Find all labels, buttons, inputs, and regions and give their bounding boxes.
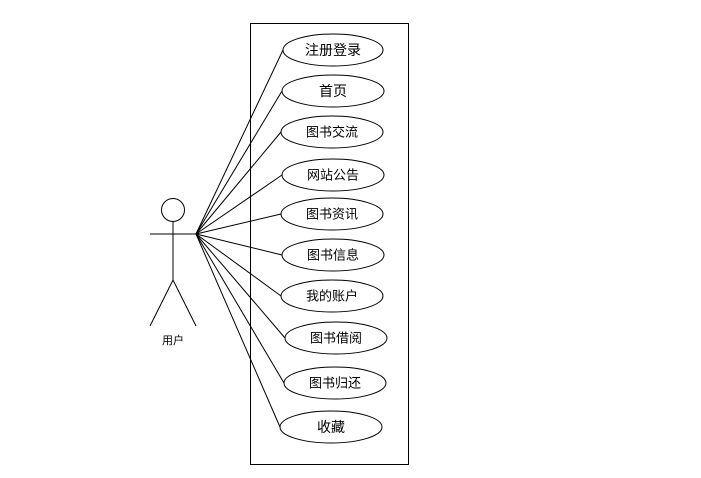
association-line bbox=[195, 90, 283, 235]
use-case-ellipse bbox=[281, 74, 385, 108]
association-lines bbox=[195, 49, 286, 428]
use-case-label: 图书资讯 bbox=[306, 208, 358, 223]
use-case-ellipse bbox=[284, 321, 388, 355]
use-case: 图书归还 bbox=[283, 366, 387, 400]
association-line bbox=[195, 131, 282, 235]
association-line bbox=[195, 233, 283, 256]
association-line bbox=[195, 233, 282, 297]
actor-left-leg bbox=[149, 279, 174, 327]
system-boundary bbox=[250, 23, 409, 465]
use-case-ellipse bbox=[281, 238, 385, 272]
association-line bbox=[195, 213, 282, 235]
association-line bbox=[195, 49, 284, 235]
use-case: 我的账户 bbox=[280, 279, 384, 313]
use-case-label: 图书信息 bbox=[307, 248, 359, 264]
association-line bbox=[195, 233, 286, 339]
use-case: 图书资讯 bbox=[280, 197, 384, 231]
use-case: 注册登录 bbox=[282, 33, 384, 67]
actor-right-leg bbox=[172, 279, 197, 327]
use-case-ellipse bbox=[281, 158, 385, 192]
actor-user: 用户 bbox=[149, 198, 197, 347]
use-case: 图书信息 bbox=[281, 238, 385, 272]
use-case: 图书交流 bbox=[280, 115, 384, 149]
use-case: 收藏 bbox=[279, 410, 383, 444]
use-case: 首页 bbox=[281, 74, 385, 108]
use-case-label: 图书归还 bbox=[309, 377, 361, 392]
use-case-label: 首页 bbox=[319, 84, 347, 100]
use-case-label: 图书借阅 bbox=[310, 332, 362, 347]
use-case: 图书借阅 bbox=[284, 321, 388, 355]
use-case-ellipse bbox=[282, 33, 384, 67]
actor-head bbox=[161, 198, 185, 222]
actor-label: 用户 bbox=[162, 333, 184, 347]
association-line bbox=[195, 174, 283, 235]
use-case-label: 收藏 bbox=[317, 420, 345, 436]
association-line bbox=[195, 233, 285, 384]
use-case-label: 网站公告 bbox=[307, 169, 359, 184]
use-case-ellipse bbox=[280, 197, 384, 231]
use-case: 网站公告 bbox=[281, 158, 385, 192]
use-case-ellipse bbox=[283, 366, 387, 400]
use-case-ellipse bbox=[279, 410, 383, 444]
use-case-label: 图书交流 bbox=[306, 125, 358, 141]
association-line bbox=[195, 233, 281, 428]
use-case-label: 我的账户 bbox=[306, 289, 358, 305]
use-case-ellipse bbox=[280, 279, 384, 313]
use-case-ellipse bbox=[280, 115, 384, 149]
use-case-label: 注册登录 bbox=[305, 43, 361, 59]
